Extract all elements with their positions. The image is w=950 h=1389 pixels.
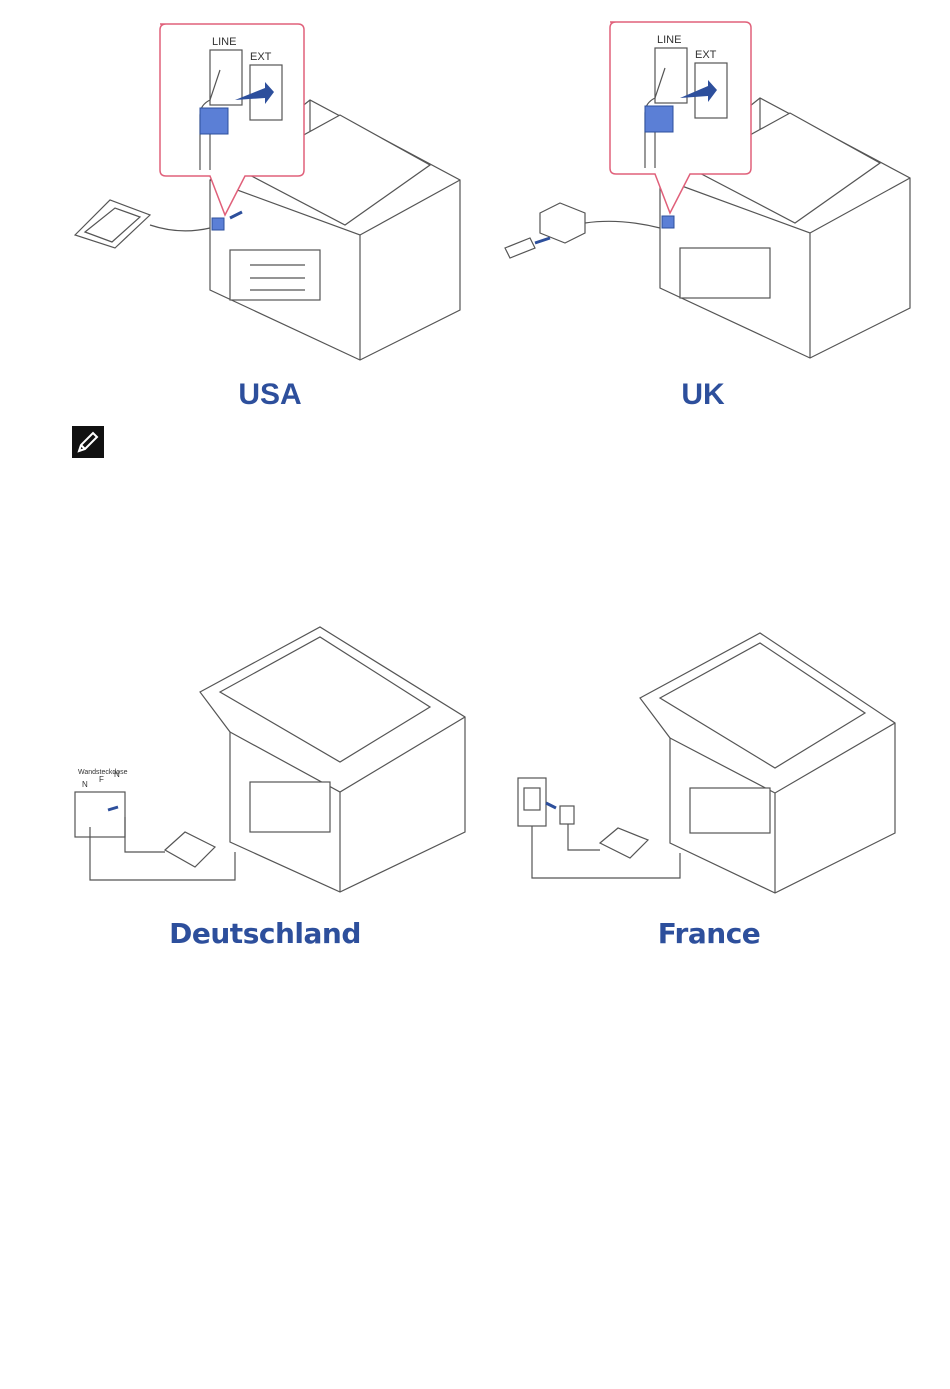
note-pencil-icon — [72, 426, 104, 458]
caption-usa: USA — [238, 378, 301, 412]
port-line-label-uk: LINE — [657, 34, 681, 46]
port-ext-label-uk: EXT — [695, 49, 717, 61]
figure-usa: LINE EXT — [60, 20, 480, 365]
port-ext-label-usa: EXT — [250, 51, 272, 63]
printer-illustration-france — [510, 628, 910, 898]
printer-illustration-uk: LINE EXT — [490, 18, 910, 363]
printer-illustration-usa: LINE EXT — [60, 20, 480, 365]
figure-france — [510, 628, 910, 898]
printer-illustration-deutschland: Wandsteckdose N F N — [70, 622, 470, 897]
caption-deutschland: Deutschland — [169, 917, 361, 950]
figure-deutschland: Wandsteckdose N F N — [70, 622, 470, 897]
caption-france: France — [658, 917, 761, 950]
figure-uk: LINE EXT — [490, 18, 910, 363]
socket-port-f: F — [99, 775, 104, 784]
caption-uk: UK — [681, 378, 724, 412]
port-line-label-usa: LINE — [212, 36, 236, 48]
socket-port-n1: N — [82, 780, 88, 789]
socket-port-n2: N — [114, 770, 120, 779]
